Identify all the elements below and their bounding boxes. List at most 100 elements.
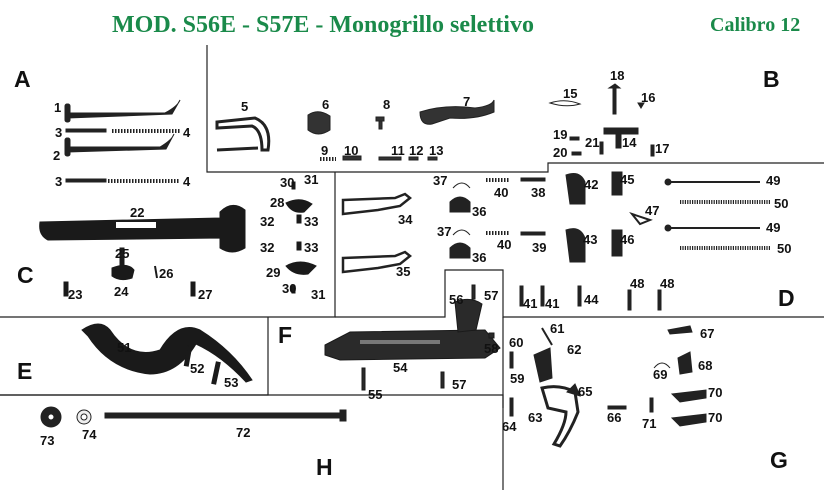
- part-number: 25: [115, 246, 130, 261]
- section-c-parts: [39, 181, 317, 297]
- part-number: 67: [700, 326, 715, 341]
- part-number: 48: [660, 276, 675, 291]
- part-number: 68: [698, 358, 713, 373]
- part-number: 58: [484, 341, 499, 356]
- part-number: 60: [509, 335, 524, 350]
- part-number: 49: [766, 220, 781, 235]
- part-number: 4: [183, 174, 191, 189]
- part-number: 71: [642, 416, 657, 431]
- part-number: 26: [159, 266, 174, 281]
- section-e-parts: [81, 323, 253, 385]
- part-number: 53: [224, 375, 239, 390]
- part-number: 39: [532, 240, 547, 255]
- part-number: 72: [236, 425, 251, 440]
- part-number: 69: [653, 367, 668, 382]
- part-number: 64: [502, 419, 517, 434]
- part-number: 15: [563, 86, 578, 101]
- part-number: 44: [584, 292, 599, 307]
- part-number: 27: [198, 287, 213, 302]
- part-number: 19: [553, 127, 568, 142]
- part-number: 3: [55, 125, 63, 140]
- top-middle-parts: [215, 99, 495, 161]
- part-number: 40: [497, 237, 512, 252]
- part-number: 9: [321, 143, 329, 158]
- part-number: 6: [322, 97, 330, 112]
- part-number: 1: [54, 100, 62, 115]
- part-number: 5: [241, 99, 249, 114]
- part-number: 52: [190, 361, 205, 376]
- part-number: 22: [130, 205, 145, 220]
- caliber-label: Calibro 12: [710, 14, 801, 36]
- part-number: 62: [567, 342, 582, 357]
- part-number: 20: [553, 145, 568, 160]
- part-number: 56: [449, 292, 464, 307]
- part-number: 30: [282, 281, 297, 296]
- part-number: 40: [494, 185, 509, 200]
- part-number: 30: [280, 175, 295, 190]
- part-number: 74: [82, 427, 97, 442]
- part-number: 43: [583, 232, 598, 247]
- section-label-e: E: [17, 358, 33, 384]
- part-number: 13: [429, 143, 444, 158]
- part-number: 70: [708, 410, 723, 425]
- part-number: 31: [311, 287, 326, 302]
- part-number: 31: [304, 172, 319, 187]
- part-number: 36: [472, 250, 487, 265]
- section-label-g: G: [770, 447, 788, 473]
- section-label-a: A: [14, 66, 31, 92]
- part-number: 48: [630, 276, 645, 291]
- part-number: 23: [68, 287, 83, 302]
- part-number: 70: [708, 385, 723, 400]
- part-number: 42: [584, 177, 599, 192]
- part-number: 11: [391, 143, 405, 158]
- part-number: 65: [578, 384, 593, 399]
- diagram-title: MOD. S56E - S57E - Monogrillo selettivo: [112, 12, 534, 38]
- section-d-parts: [341, 171, 770, 311]
- part-number: 7: [463, 94, 471, 109]
- part-number: 28: [270, 195, 285, 210]
- part-number: 17: [655, 141, 670, 156]
- part-number: 49: [766, 173, 781, 188]
- section-g-parts: [509, 325, 707, 448]
- part-number: 34: [398, 212, 413, 227]
- section-label-h: H: [316, 454, 333, 480]
- part-number: 32: [260, 240, 275, 255]
- part-number: 4: [183, 125, 191, 140]
- section-b-parts: [548, 83, 655, 157]
- section-f-parts: [324, 284, 501, 391]
- part-number: 51: [117, 340, 132, 355]
- part-number: 54: [393, 360, 408, 375]
- part-number: 46: [620, 232, 635, 247]
- part-number: 41: [523, 296, 538, 311]
- part-number: 47: [645, 203, 660, 218]
- part-number: 12: [409, 143, 424, 158]
- section-label-f: F: [278, 322, 293, 348]
- part-number: 35: [396, 264, 411, 279]
- part-number: 37: [433, 173, 448, 188]
- part-number: 38: [531, 185, 546, 200]
- part-number: 24: [114, 284, 129, 299]
- part-number: 73: [40, 433, 55, 448]
- section-h-parts: [40, 406, 347, 428]
- section-label-c: C: [17, 262, 34, 288]
- part-number: 55: [368, 387, 383, 402]
- part-number: 18: [610, 68, 625, 83]
- part-number: 14: [622, 135, 637, 150]
- section-a-parts: [64, 99, 181, 183]
- part-number: 21: [585, 135, 600, 150]
- part-number: 61: [550, 321, 565, 336]
- part-number: 41: [545, 296, 560, 311]
- part-number: 57: [484, 288, 499, 303]
- part-number: 8: [383, 97, 391, 112]
- part-number: 36: [472, 204, 487, 219]
- part-number: 33: [304, 240, 319, 255]
- part-number: 57: [452, 377, 467, 392]
- part-number: 33: [304, 214, 319, 229]
- section-label-d: D: [778, 285, 795, 311]
- section-label-b: B: [763, 66, 780, 92]
- part-number: 10: [344, 143, 359, 158]
- part-number: 37: [437, 224, 452, 239]
- part-number: 32: [260, 214, 275, 229]
